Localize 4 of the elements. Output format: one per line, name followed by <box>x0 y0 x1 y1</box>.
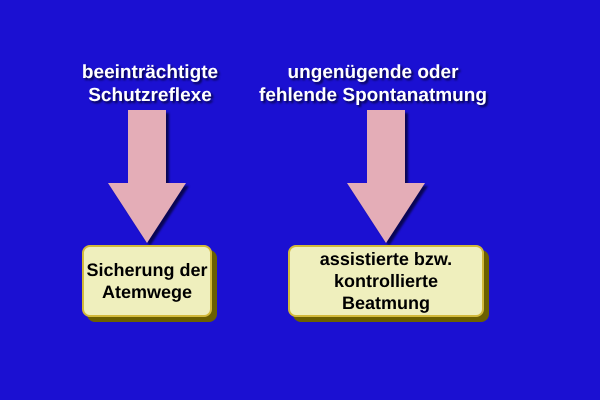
heading-text: beeinträchtigte Schutzreflexe <box>60 60 240 108</box>
block-arrow <box>347 110 425 243</box>
block-arrow <box>108 110 186 243</box>
heading-text: ungenügende oder fehlende Spontanatmung <box>248 60 498 108</box>
